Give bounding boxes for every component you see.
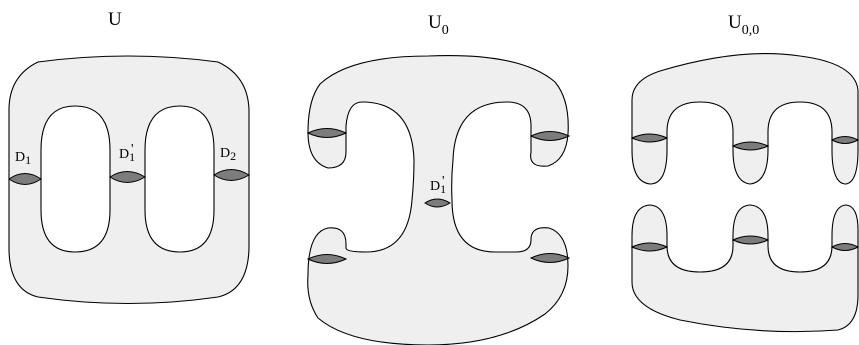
- u0-label-d1-prime-mark: ': [442, 174, 445, 189]
- u00-upper-piece: [631, 53, 859, 185]
- u00-disk-top-left: [630, 133, 669, 143]
- u00-disk-bottom-right: [830, 243, 859, 251]
- label-d1-prime: D1: [119, 147, 135, 164]
- title-u: U: [108, 9, 122, 30]
- u0-disk-lower-left: [306, 254, 348, 264]
- u0-label-d1-prime: D1: [430, 179, 446, 196]
- disk-d1-prime: [109, 171, 146, 183]
- u00-disk-top-right: [830, 136, 859, 144]
- u00-disk-bottom-middle: [731, 235, 770, 245]
- title-u00: U0,0: [728, 12, 759, 38]
- label-d1: D1: [15, 150, 31, 167]
- u00-disk-top-middle: [731, 141, 770, 151]
- u0-disk-upper-left: [306, 128, 348, 138]
- figure-u00: U0,0: [630, 12, 859, 333]
- figure-u: U D1 D1 ' D2: [8, 9, 250, 305]
- u0-disk-lower-right: [529, 253, 571, 263]
- u0-disk-upper-right: [529, 131, 571, 141]
- disk-d2: [213, 169, 250, 181]
- u00-lower-piece: [631, 204, 859, 333]
- disk-d1: [8, 173, 42, 185]
- u00-disk-bottom-left: [630, 242, 669, 252]
- figure-u0: U0 D1 ': [306, 12, 571, 345]
- label-d2: D2: [220, 146, 236, 163]
- u0-disk-d1-prime: [424, 198, 451, 208]
- label-d1-prime-mark: ': [131, 142, 134, 157]
- u-left-hole: [40, 105, 111, 253]
- u-right-hole: [144, 105, 215, 253]
- title-u0: U0: [428, 12, 449, 38]
